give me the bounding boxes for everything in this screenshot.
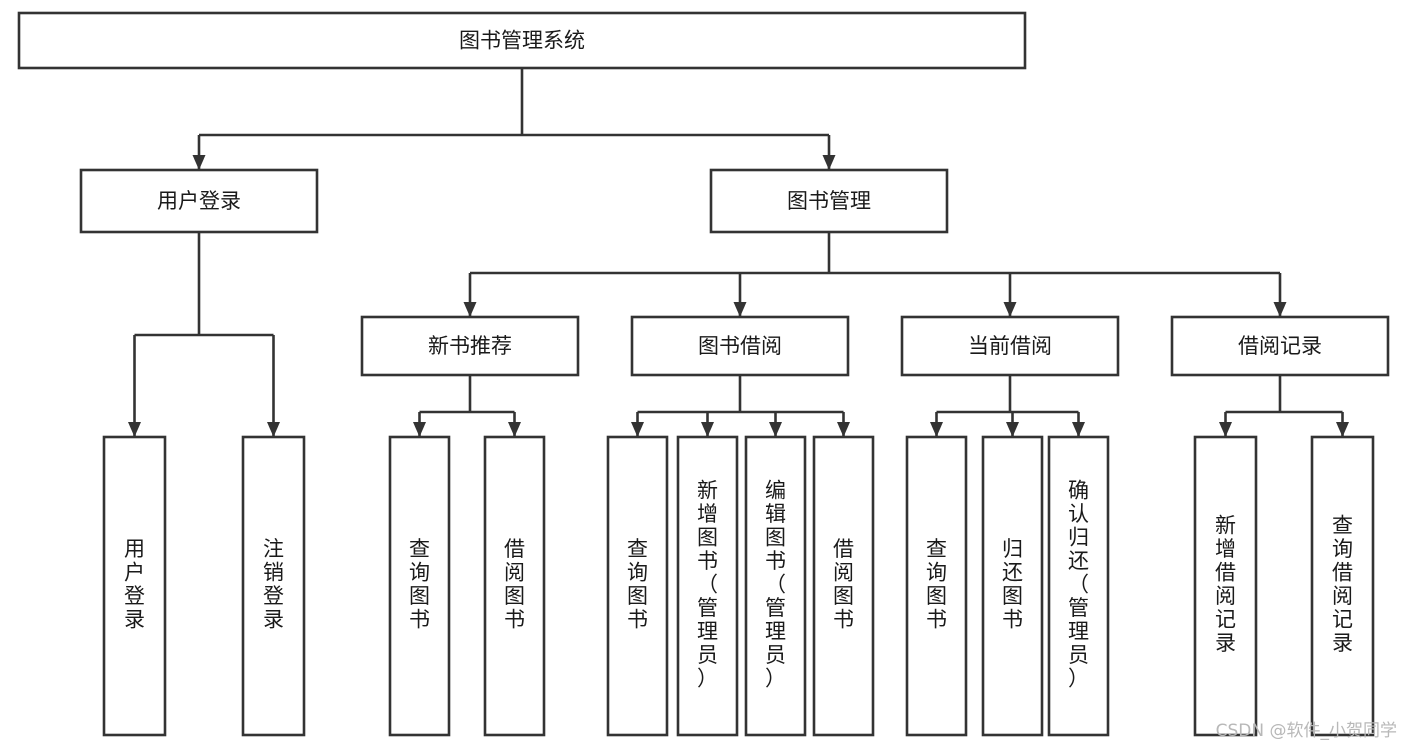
leaf-node-rect bbox=[1310, 435, 1375, 737]
leaf-node-label: 归还图书 bbox=[1002, 537, 1023, 632]
root-node-rect bbox=[17, 11, 1027, 70]
leaf-node-7[interactable]: 编辑图书（管理员） bbox=[744, 435, 807, 737]
leaf-node-rect bbox=[812, 435, 875, 737]
leaf-node-label: 新增借阅记录 bbox=[1215, 514, 1236, 656]
leaf-node-4[interactable]: 借阅图书 bbox=[483, 435, 546, 737]
leaf-node-10[interactable]: 归还图书 bbox=[981, 435, 1044, 737]
leaf-node-1[interactable]: 用户登录 bbox=[102, 435, 167, 737]
arrow-head-icon bbox=[508, 422, 521, 437]
leaf-node-rect bbox=[1047, 435, 1110, 737]
leaf-node-rect bbox=[388, 435, 451, 737]
leaf-node-label: 借阅图书 bbox=[504, 537, 525, 632]
level3-node-label: 新书推荐 bbox=[428, 334, 512, 358]
arrow-head-icon bbox=[1336, 422, 1349, 437]
arrow-head-icon bbox=[837, 422, 850, 437]
level3-node-4[interactable]: 借阅记录 bbox=[1170, 315, 1390, 377]
arrow-head-icon bbox=[1072, 422, 1085, 437]
arrow-head-icon bbox=[930, 422, 943, 437]
arrow-head-icon bbox=[267, 422, 280, 437]
leaf-node-rect bbox=[1193, 435, 1258, 737]
arrow-head-icon bbox=[192, 155, 206, 170]
level2-node-rect bbox=[79, 168, 319, 234]
leaf-node-rect bbox=[744, 435, 807, 737]
arrow-head-icon bbox=[1003, 302, 1017, 317]
leaf-node-label: 确认归还（管理员） bbox=[1068, 478, 1089, 690]
arrow-head-icon bbox=[631, 422, 644, 437]
level3-node-label: 当前借阅 bbox=[968, 334, 1052, 358]
level3-node-3[interactable]: 当前借阅 bbox=[900, 315, 1120, 377]
leaf-node-label: 查询借阅记录 bbox=[1332, 514, 1353, 656]
level3-node-rect bbox=[630, 315, 850, 377]
level3-node-rect bbox=[1170, 315, 1390, 377]
arrow-head-icon bbox=[1219, 422, 1232, 437]
arrow-head-icon bbox=[1273, 302, 1287, 317]
root-node-1[interactable]: 图书管理系统 bbox=[17, 11, 1027, 70]
leaf-node-12[interactable]: 新增借阅记录 bbox=[1193, 435, 1258, 737]
leaf-node-8[interactable]: 借阅图书 bbox=[812, 435, 875, 737]
leaf-node-label: 查询图书 bbox=[926, 537, 947, 632]
level3-node-label: 图书借阅 bbox=[698, 334, 782, 358]
leaf-node-rect bbox=[241, 435, 306, 737]
arrow-head-icon bbox=[463, 302, 477, 317]
arrow-head-icon bbox=[413, 422, 426, 437]
leaf-node-label: 注销登录 bbox=[263, 537, 284, 632]
leaf-node-label: 用户登录 bbox=[124, 537, 145, 632]
leaf-node-rect bbox=[905, 435, 968, 737]
arrow-head-icon bbox=[769, 422, 782, 437]
connector-lines bbox=[128, 68, 1349, 437]
leaf-node-9[interactable]: 查询图书 bbox=[905, 435, 968, 737]
leaf-node-rect bbox=[606, 435, 669, 737]
leaf-node-label: 借阅图书 bbox=[833, 537, 854, 632]
level2-node-label: 用户登录 bbox=[157, 189, 241, 213]
node-boxes: 图书管理系统用户登录图书管理新书推荐图书借阅当前借阅借阅记录用户登录注销登录查询… bbox=[17, 11, 1390, 737]
leaf-node-rect bbox=[483, 435, 546, 737]
arrow-head-icon bbox=[733, 302, 747, 317]
leaf-node-5[interactable]: 查询图书 bbox=[606, 435, 669, 737]
leaf-node-2[interactable]: 注销登录 bbox=[241, 435, 306, 737]
leaf-node-rect bbox=[981, 435, 1044, 737]
level3-node-rect bbox=[360, 315, 580, 377]
level2-node-label: 图书管理 bbox=[787, 189, 871, 213]
level3-node-2[interactable]: 图书借阅 bbox=[630, 315, 850, 377]
leaf-node-11[interactable]: 确认归还（管理员） bbox=[1047, 435, 1110, 737]
leaf-node-label: 编辑图书（管理员） bbox=[765, 478, 786, 690]
level3-node-1[interactable]: 新书推荐 bbox=[360, 315, 580, 377]
level3-node-rect bbox=[900, 315, 1120, 377]
arrow-head-icon bbox=[1006, 422, 1019, 437]
arrow-head-icon bbox=[128, 422, 141, 437]
level3-node-label: 借阅记录 bbox=[1238, 334, 1322, 358]
level2-node-2[interactable]: 图书管理 bbox=[709, 168, 949, 234]
level2-node-rect bbox=[709, 168, 949, 234]
leaf-node-13[interactable]: 查询借阅记录 bbox=[1310, 435, 1375, 737]
leaf-node-3[interactable]: 查询图书 bbox=[388, 435, 451, 737]
arrow-head-icon bbox=[701, 422, 714, 437]
leaf-node-6[interactable]: 新增图书（管理员） bbox=[676, 435, 739, 737]
root-node-label: 图书管理系统 bbox=[459, 29, 585, 53]
leaf-node-rect bbox=[102, 435, 167, 737]
leaf-node-label: 新增图书（管理员） bbox=[697, 478, 718, 690]
leaf-node-rect bbox=[676, 435, 739, 737]
level2-node-1[interactable]: 用户登录 bbox=[79, 168, 319, 234]
arrow-head-icon bbox=[822, 155, 836, 170]
leaf-node-label: 查询图书 bbox=[627, 537, 648, 632]
leaf-node-label: 查询图书 bbox=[409, 537, 430, 632]
